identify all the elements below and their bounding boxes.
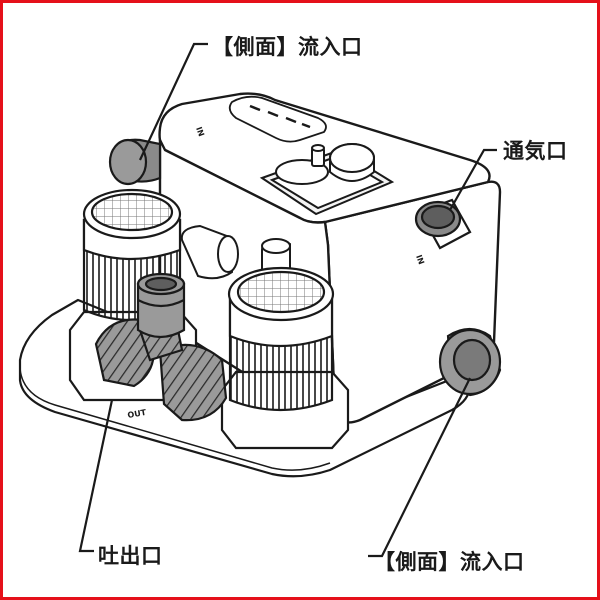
leader-lines xyxy=(78,42,497,558)
leader-inlet-side xyxy=(368,377,471,558)
label-side-inlet-bottom: 【側面】流入口 xyxy=(374,550,525,574)
right-pump-motor xyxy=(220,266,350,450)
leader-inlet-top xyxy=(139,42,208,161)
leader-outlet xyxy=(78,399,114,553)
in-marking-right: IN xyxy=(414,254,426,266)
label-side-inlet-top: 【側面】流入口 xyxy=(212,35,363,59)
top-ridge xyxy=(228,95,327,143)
left-side-inlet xyxy=(108,138,162,186)
label-vent: 通気口 xyxy=(503,139,568,163)
elbow-pipes xyxy=(180,224,291,280)
control-box xyxy=(259,143,395,216)
right-side-inlet xyxy=(438,327,502,397)
vent-pipe xyxy=(414,198,472,250)
in-marking-left: IN xyxy=(194,126,206,138)
discharge-outlet xyxy=(136,272,186,339)
leader-vent xyxy=(449,148,497,211)
housing-markings: IN IN OUT xyxy=(127,126,426,420)
label-discharge-outlet: 吐出口 xyxy=(98,544,163,568)
out-marking: OUT xyxy=(127,408,148,420)
